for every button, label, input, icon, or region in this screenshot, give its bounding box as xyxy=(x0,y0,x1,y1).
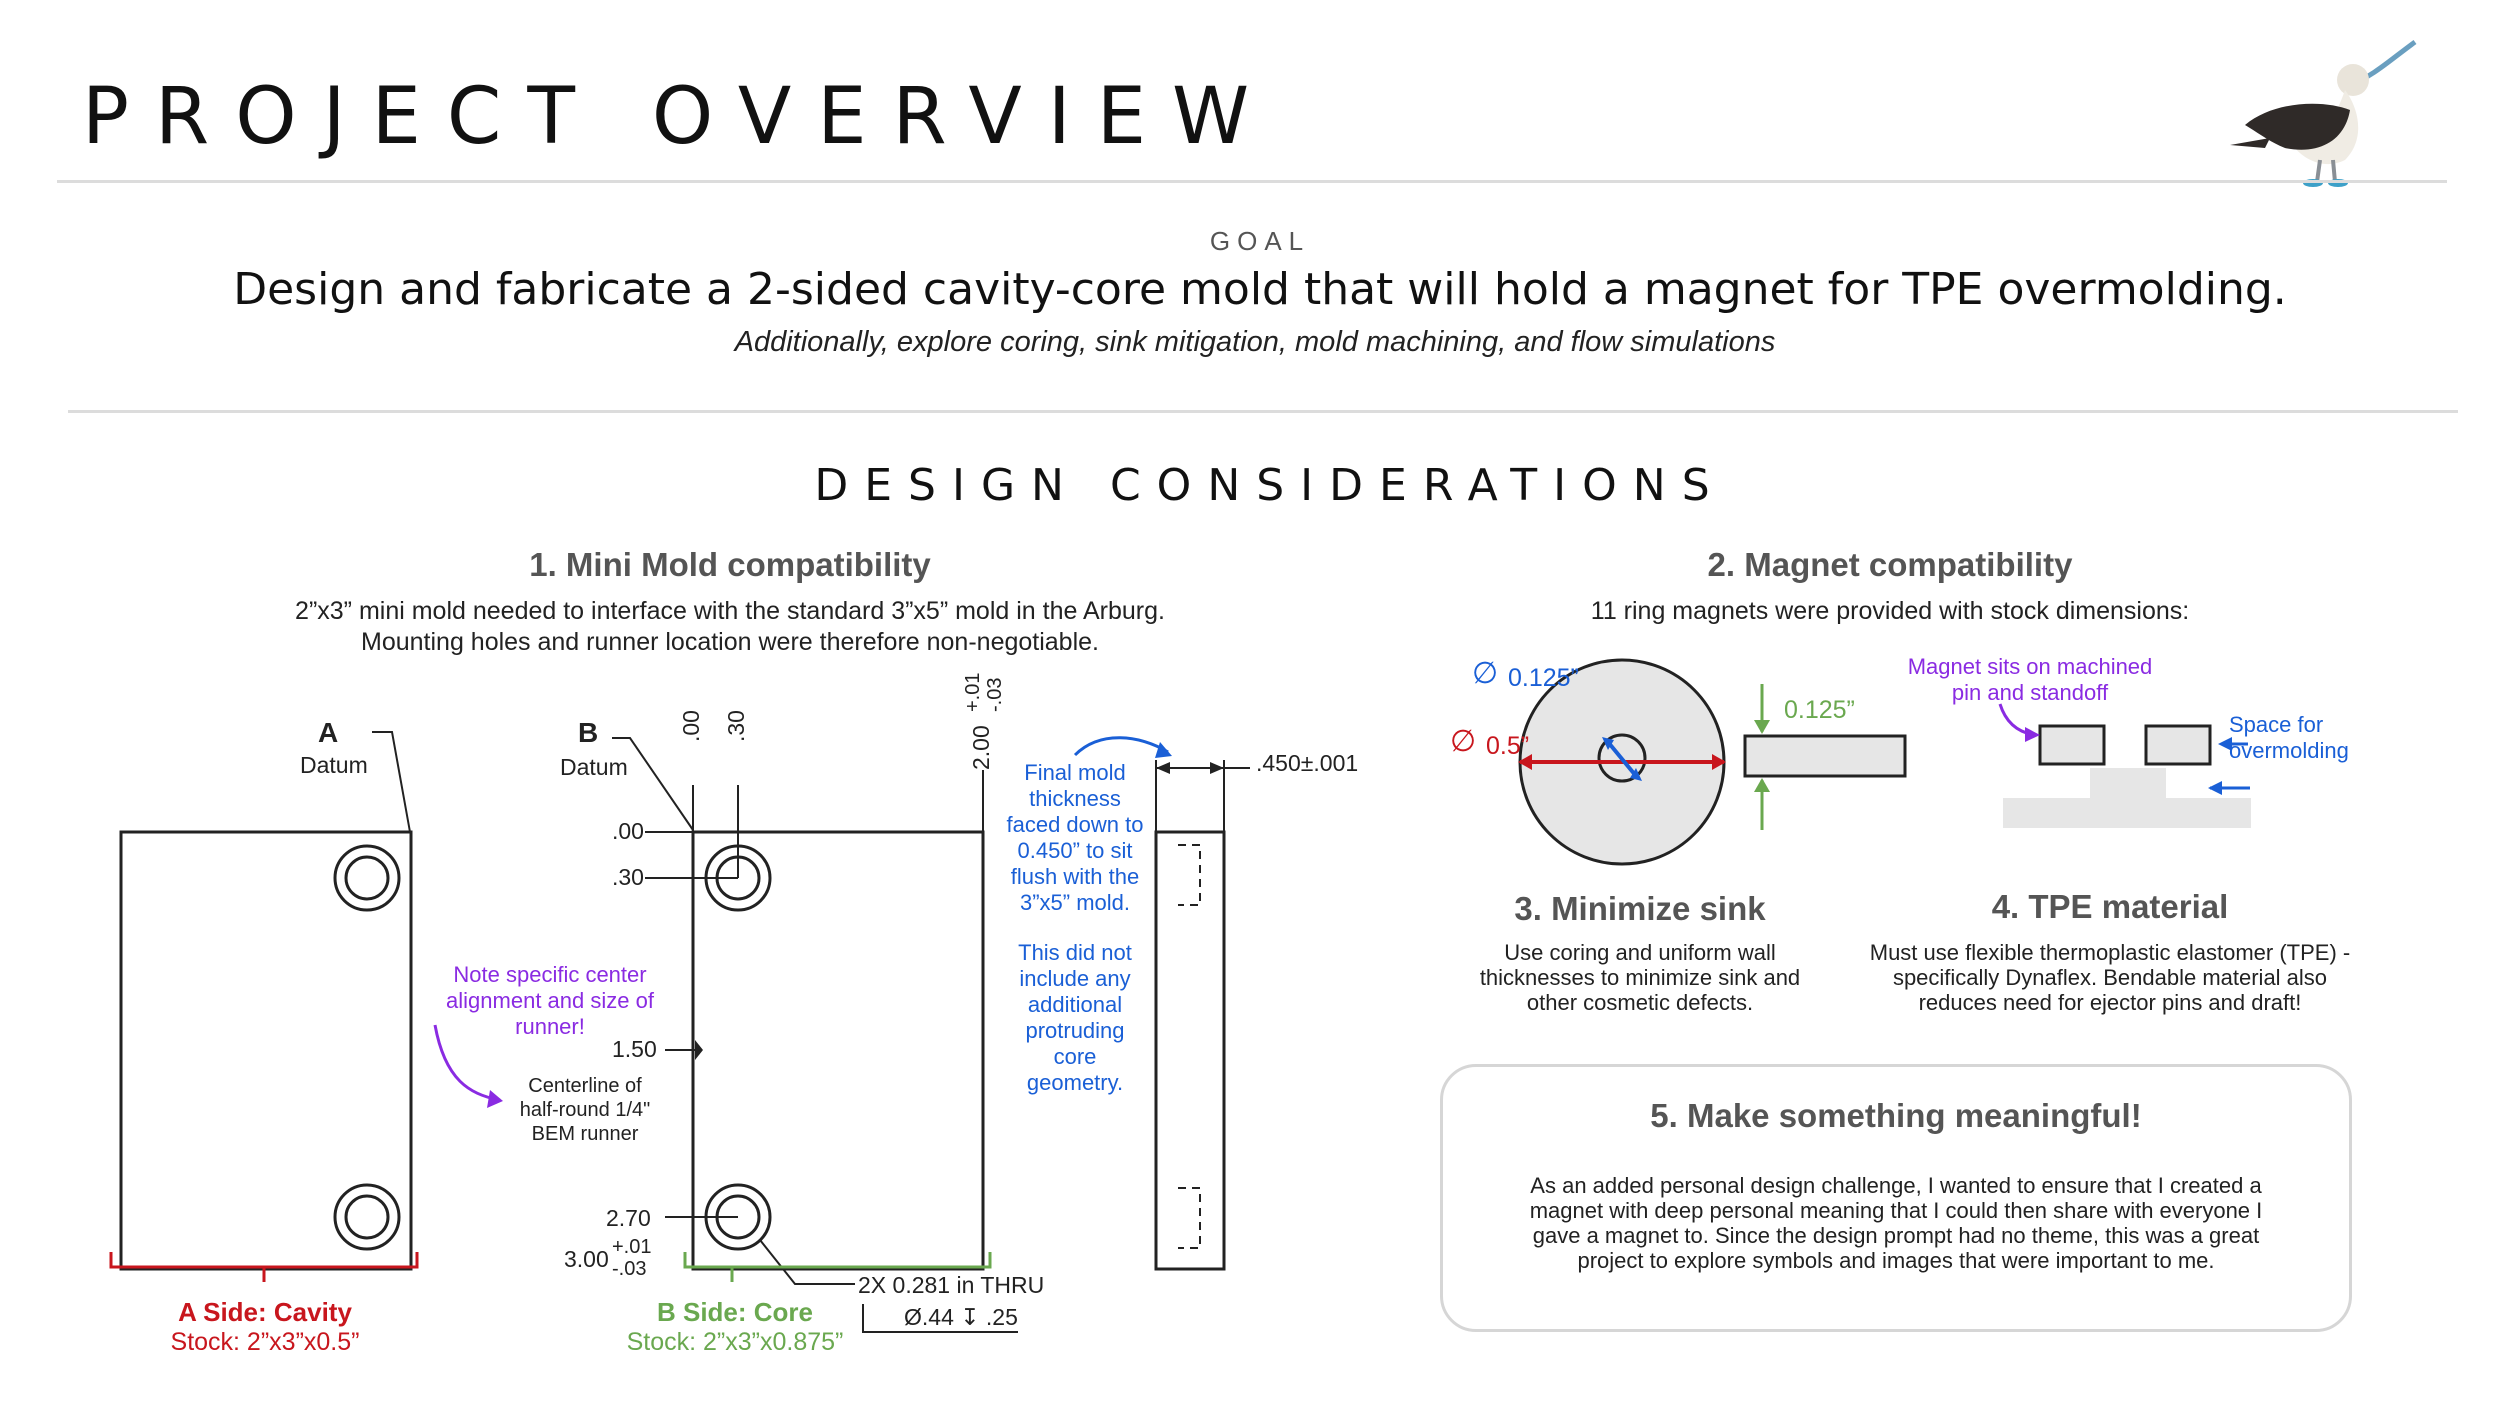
a-datum-leader xyxy=(372,731,411,833)
section-tpe-body: Must use flexible thermoplastic elastome… xyxy=(1869,940,2351,1015)
section-minimize-sink-body: Use coring and uniform wall thicknesses … xyxy=(1479,940,1801,1015)
top-dim-30: .30 xyxy=(723,710,749,742)
standoff-base xyxy=(2003,798,2251,828)
section-meaningful-body: As an added personal design challenge, I… xyxy=(1529,1173,2263,1273)
b-datum-letter: B xyxy=(578,717,599,748)
section-mini-mold-title: 1. Mini Mold compatibility xyxy=(529,546,931,583)
diameter-symbol-icon: ∅ xyxy=(1472,657,1499,690)
goal-label: GOAL xyxy=(1209,226,1311,256)
left-dim-150: 1.50 xyxy=(612,1036,657,1062)
b-side-stock: Stock: 2”x3”x0.875” xyxy=(626,1328,844,1356)
a-side-hole xyxy=(333,844,401,912)
magnet-drawing xyxy=(1518,658,2251,866)
b-datum-word: Datum xyxy=(560,754,628,780)
space-note: Space for overmolding xyxy=(2229,712,2349,763)
seated-magnet-left xyxy=(2038,724,2106,766)
thickness-note-arrow xyxy=(1073,736,1169,757)
b-side-bracket xyxy=(683,1252,992,1269)
bottom-dim: 3.00 xyxy=(564,1246,609,1272)
pin-note: Magnet sits on machined pin and standoff xyxy=(1907,654,2153,705)
a-side-stock: Stock: 2”x3”x0.5” xyxy=(170,1328,360,1356)
goal-subtitle: Additionally, explore coring, sink mitig… xyxy=(734,326,1776,358)
a-side-title: A Side: Cavity xyxy=(178,1297,352,1327)
bottom-tol-plus: +.01 xyxy=(612,1236,652,1258)
section-magnet-body: 11 ring magnets were provided with stock… xyxy=(1590,597,2190,625)
left-dim-270: 2.70 xyxy=(606,1205,651,1231)
seated-magnet-right xyxy=(2144,724,2212,766)
section-meaningful-title: 5. Make something meaningful! xyxy=(1650,1097,2142,1134)
hole-callout: 2X 0.281 in THRU xyxy=(858,1272,1045,1298)
section-tpe-title: 4. TPE material xyxy=(1991,888,2229,925)
b-side-title: B Side: Core xyxy=(656,1297,814,1327)
page-title: PROJECT OVERVIEW xyxy=(82,72,1276,162)
height-tol-minus: -.03 xyxy=(984,677,1006,712)
height-tol-plus: +.01 xyxy=(962,672,984,712)
left-dim-00: .00 xyxy=(612,818,644,844)
b-datum-leader xyxy=(612,737,694,831)
left-dim-30: .30 xyxy=(612,864,644,890)
section-minimize-sink-title: 3. Minimize sink xyxy=(1514,890,1766,927)
meaningful-card: 5. Make something meaningful! As an adde… xyxy=(1440,1064,2352,1332)
runner-note: Note specific center alignment and size … xyxy=(446,962,654,1039)
section-mini-mold-body: 2”x3” mini mold needed to interface with… xyxy=(295,597,1165,656)
thickness-note: Final mold thickness faced down to 0.450… xyxy=(1006,760,1144,1095)
a-side-hole-inner xyxy=(344,1194,390,1240)
thickness-label: 0.125” xyxy=(1784,696,1855,724)
a-side-hole xyxy=(333,1183,401,1251)
ring-magnet-side-view xyxy=(1743,734,1907,778)
hole-callout-leader xyxy=(759,1239,855,1285)
goal-divider xyxy=(68,410,2458,413)
inner-diameter-label: 0.125” xyxy=(1508,664,1579,692)
a-datum-word: Datum xyxy=(300,752,368,778)
bottom-tol-minus: -.03 xyxy=(612,1258,647,1280)
outer-diameter-label: 0.5” xyxy=(1486,732,1530,760)
a-side-hole-inner xyxy=(344,855,390,901)
a-side-bracket xyxy=(109,1252,419,1269)
standoff-pin xyxy=(2090,768,2166,800)
cbore-callout: Ø.44 ↧ .25 xyxy=(862,1304,1018,1333)
a-side-plate xyxy=(119,830,413,1271)
section-magnet-title: 2. Magnet compatibility xyxy=(1707,546,2073,583)
blue-footed-booby-icon xyxy=(2230,39,2417,187)
top-dim-00: .00 xyxy=(678,710,704,742)
a-datum-letter: A xyxy=(318,717,339,748)
side-view-plate xyxy=(1154,830,1226,1271)
diameter-symbol-icon: ∅ xyxy=(1450,725,1477,758)
runner-callout: Centerline of half-round 1/4" BEM runner xyxy=(519,1075,651,1145)
design-considerations-title: DESIGN CONSIDERATIONS xyxy=(814,460,1726,511)
thickness-dim: .450±.001 xyxy=(1256,750,1359,776)
mold-drawing xyxy=(109,731,1250,1285)
header-divider xyxy=(57,180,2447,183)
goal-statement: Design and fabricate a 2-sided cavity-co… xyxy=(233,264,2287,315)
